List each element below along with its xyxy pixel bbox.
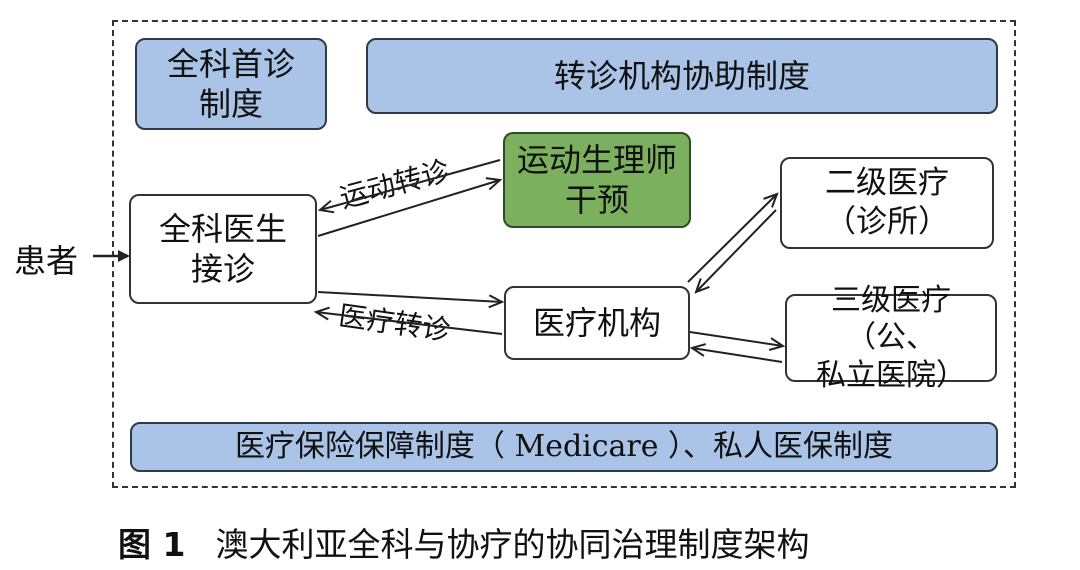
exercise-physiologist-box: 运动生理师 干预: [503, 132, 691, 228]
patient-label: 患者: [14, 242, 79, 280]
gp-first-visit-system-box: 全科首诊 制度: [135, 38, 327, 130]
referral-system-box: 转诊机构协助制度: [366, 38, 998, 114]
gp-reception-box: 全科医生 接诊: [129, 194, 317, 304]
figure-caption: 图 1 澳大利亚全科与协疗的协同治理制度架构: [118, 518, 809, 566]
medical-referral-arrow-back: [316, 312, 503, 335]
figure-number: 图 1: [118, 525, 186, 564]
exercise-referral-arrow-back: [320, 159, 501, 210]
medical-referral-arrow-out: [317, 291, 502, 302]
secondary-care-arrow-down: [696, 209, 777, 292]
insurance-system-box: 医疗保险保障制度（ Medicare ）、私人医保制度: [130, 422, 998, 472]
tertiary-care-arrow-back: [692, 348, 783, 363]
tertiary-care-box: 三级医疗（公、 私立医院）: [785, 283, 997, 393]
tertiary-care-arrow-out: [689, 331, 783, 346]
exercise-referral-arrow-out: [317, 180, 500, 237]
framework-border: [112, 20, 1016, 488]
secondary-care-arrow-up: [687, 194, 777, 283]
secondary-care-box: 二级医疗 （诊所）: [780, 157, 994, 249]
figure-caption-text: 澳大利亚全科与协疗的协同治理制度架构: [215, 525, 810, 564]
medical-institution-box: 医疗机构: [504, 286, 690, 360]
